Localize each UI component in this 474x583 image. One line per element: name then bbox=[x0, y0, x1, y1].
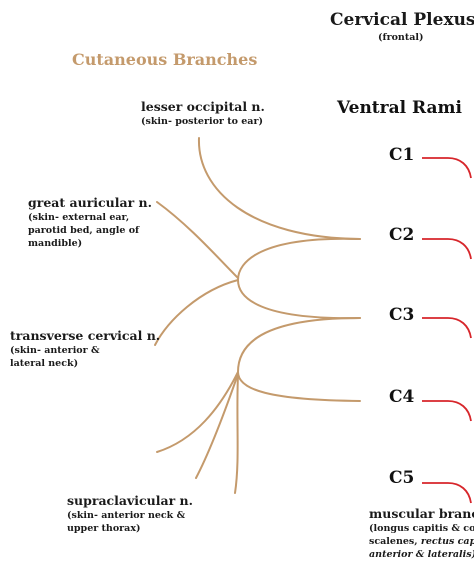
cutaneous-heading: Cutaneous Branches bbox=[72, 50, 258, 69]
label-c2: C2 bbox=[389, 225, 415, 245]
lesser-occipital-desc: (skin- posterior to ear) bbox=[141, 116, 263, 127]
page-title: Cervical Plexus bbox=[330, 10, 474, 30]
muscular-desc-3a: anterior & lateralis) bbox=[369, 549, 474, 560]
muscular-desc-2a: scalenes, bbox=[369, 536, 421, 547]
great-auricular-label: great auricular n. bbox=[28, 195, 152, 210]
transverse-cervical-desc-1: (skin- anterior & bbox=[10, 345, 100, 356]
muscular-desc-2: scalenes, rectus cap bbox=[369, 535, 474, 548]
great-auricular-desc-3: mandible) bbox=[28, 238, 83, 249]
supraclavicular-desc-2: upper thorax) bbox=[67, 523, 141, 534]
c4-ramus bbox=[422, 400, 472, 422]
label-c5: C5 bbox=[389, 468, 415, 488]
c3-c4-loop bbox=[236, 317, 361, 402]
ventral-rami-heading: Ventral Rami bbox=[337, 98, 462, 118]
c2-ramus bbox=[422, 238, 472, 260]
lesser-occipital-label: lesser occipital n. bbox=[141, 99, 265, 114]
transverse-cervical-curve bbox=[154, 279, 239, 346]
transverse-cervical-label: transverse cervical n. bbox=[10, 328, 161, 343]
label-c4: C4 bbox=[389, 387, 415, 407]
muscular-desc-3: anterior & lateralis) bbox=[369, 548, 474, 561]
c1-ramus bbox=[422, 157, 472, 179]
page-subtitle: (frontal) bbox=[378, 32, 424, 43]
muscular-desc-2b: rectus cap bbox=[420, 536, 474, 547]
muscular-branch-label: muscular branc bbox=[369, 506, 474, 521]
great-auricular-desc-1: (skin- external ear, bbox=[28, 212, 130, 223]
lesser-occipital-curve bbox=[197, 137, 361, 240]
supraclavicular-anterior-curve bbox=[156, 371, 239, 453]
supraclavicular-desc-1: (skin- anterior neck & bbox=[67, 510, 186, 521]
c5-ramus bbox=[422, 482, 472, 504]
supraclavicular-middle-curve bbox=[195, 373, 239, 479]
c2-c3-loop bbox=[236, 237, 361, 320]
great-auricular-curve bbox=[156, 201, 239, 279]
label-c1: C1 bbox=[389, 145, 415, 165]
great-auricular-desc-2: parotid bed, angle of bbox=[28, 225, 140, 236]
supraclavicular-posterior-curve bbox=[234, 374, 239, 494]
label-c3: C3 bbox=[389, 305, 415, 325]
c3-ramus bbox=[422, 317, 472, 339]
transverse-cervical-desc-2: lateral neck) bbox=[10, 358, 79, 369]
supraclavicular-label: supraclavicular n. bbox=[67, 493, 193, 508]
muscular-desc-1: (longus capitis & co bbox=[369, 523, 474, 534]
